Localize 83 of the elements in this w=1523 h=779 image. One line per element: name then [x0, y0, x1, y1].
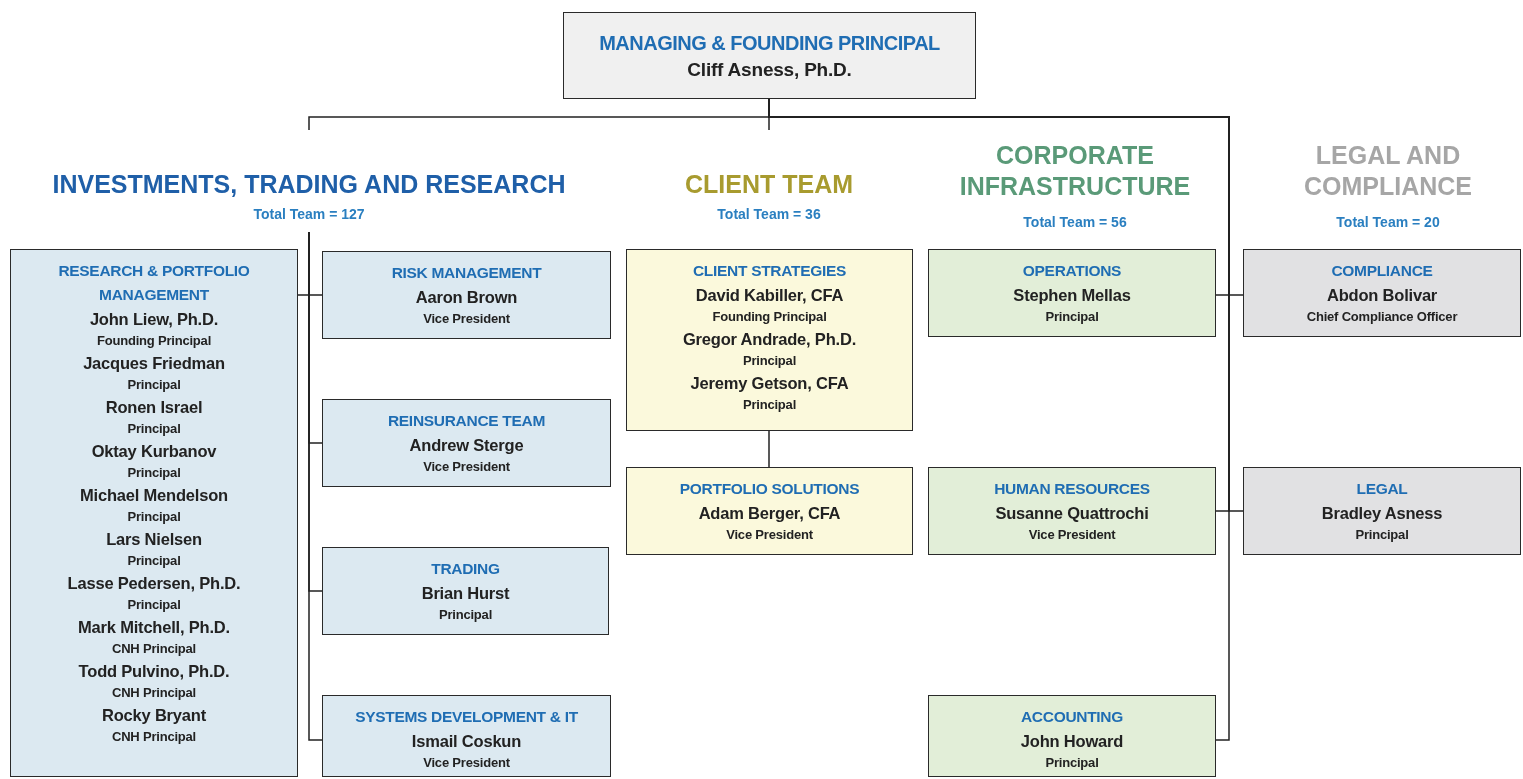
job-title: Vice President: [423, 458, 510, 476]
team-total: Total Team = 36: [717, 205, 821, 224]
column-heading: INVESTMENTS, TRADING AND RESEARCH: [52, 169, 566, 200]
column-heading: CLIENT TEAM: [684, 169, 853, 200]
person-name: John Liew, Ph.D.: [89, 309, 219, 330]
department-box: [1243, 249, 1521, 337]
department-box: [1243, 467, 1521, 555]
job-title: Founding Principal: [712, 308, 827, 326]
department-box: [626, 249, 913, 431]
department-box: [928, 695, 1216, 777]
person-name: Jacques Friedman: [83, 353, 225, 374]
person-name: John Howard: [1020, 731, 1124, 752]
person-name: Lars Nielsen: [106, 529, 202, 550]
person-name: Lasse Pedersen, Ph.D.: [67, 573, 241, 594]
person-name: Gregor Andrade, Ph.D.: [682, 329, 856, 350]
department-title: OPERATIONS: [1022, 261, 1122, 281]
team-total: Total Team = 56: [1022, 213, 1128, 232]
person-name: Brian Hurst: [421, 583, 510, 604]
person-name: Michael Mendelson: [80, 485, 228, 506]
department-title: RISK MANAGEMENT: [391, 263, 542, 283]
department-box: [322, 399, 611, 487]
connector-line: [308, 231, 323, 741]
job-title: CNH Principal: [111, 728, 197, 746]
department-box: [10, 249, 298, 777]
role-title: MANAGING & FOUNDING PRINCIPAL: [599, 30, 940, 56]
job-title: Principal: [127, 508, 181, 526]
department-box: [928, 467, 1216, 555]
job-title: Principal: [127, 596, 181, 614]
person-name: Cliff Asness, Ph.D.: [687, 57, 852, 82]
department-title: RESEARCH & PORTFOLIO MANAGEMENT: [57, 261, 251, 305]
person-name: Todd Pulvino, Ph.D.: [78, 661, 230, 682]
job-title: Principal: [742, 352, 797, 370]
department-title: COMPLIANCE: [1331, 261, 1433, 281]
department-title: PORTFOLIO SOLUTIONS: [679, 479, 860, 499]
column-heading: CORPORATE INFRASTRUCTURE: [958, 140, 1192, 202]
job-title: Vice President: [423, 310, 510, 328]
department-box: [322, 547, 609, 635]
person-name: Aaron Brown: [415, 287, 518, 308]
person-name: Oktay Kurbanov: [91, 441, 217, 462]
person-name: Ismail Coskun: [411, 731, 522, 752]
person-name: David Kabiller, CFA: [695, 285, 844, 306]
person-name: Abdon Bolivar: [1326, 285, 1438, 306]
team-total: Total Team = 20: [1335, 213, 1441, 232]
job-title: Principal: [127, 464, 181, 482]
leader-box: [563, 12, 976, 99]
person-name: Adam Berger, CFA: [698, 503, 841, 524]
department-title: HUMAN RESOURCES: [994, 479, 1150, 499]
department-box: [322, 251, 611, 339]
person-name: Rocky Bryant: [102, 705, 206, 726]
connector-line: [768, 430, 770, 468]
department-title: ACCOUNTING: [1020, 707, 1124, 727]
column-heading: LEGAL AND COMPLIANCE: [1302, 140, 1474, 202]
job-title: Vice President: [726, 526, 813, 544]
job-title: Principal: [1045, 308, 1099, 326]
department-title: TRADING: [431, 559, 500, 579]
person-name: Andrew Sterge: [409, 435, 524, 456]
person-name: Mark Mitchell, Ph.D.: [78, 617, 230, 638]
job-title: Vice President: [1028, 526, 1116, 544]
department-title: CLIENT STRATEGIES: [692, 261, 847, 281]
job-title: Founding Principal: [96, 332, 212, 350]
department-box: [322, 695, 611, 777]
department-box: [626, 467, 913, 555]
job-title: Principal: [438, 606, 493, 624]
job-title: Principal: [1045, 754, 1099, 772]
person-name: Bradley Asness: [1321, 503, 1443, 524]
person-name: Susanne Quattrochi: [995, 503, 1149, 524]
department-title: LEGAL: [1356, 479, 1408, 499]
job-title: CNH Principal: [111, 684, 197, 702]
team-total: Total Team = 127: [253, 205, 365, 224]
department-title: SYSTEMS DEVELOPMENT & IT: [355, 707, 578, 727]
job-title: Principal: [127, 420, 181, 438]
department-title: REINSURANCE TEAM: [387, 411, 546, 431]
job-title: Principal: [127, 376, 181, 394]
job-title: Vice President: [423, 754, 510, 772]
department-box: [928, 249, 1216, 337]
person-name: Jeremy Getson, CFA: [690, 373, 849, 394]
person-name: Stephen Mellas: [1013, 285, 1131, 306]
job-title: Principal: [1355, 526, 1409, 544]
job-title: CNH Principal: [111, 640, 197, 658]
job-title: Principal: [742, 396, 797, 414]
job-title: Chief Compliance Officer: [1306, 308, 1458, 326]
job-title: Principal: [127, 552, 181, 570]
person-name: Ronen Israel: [105, 397, 203, 418]
